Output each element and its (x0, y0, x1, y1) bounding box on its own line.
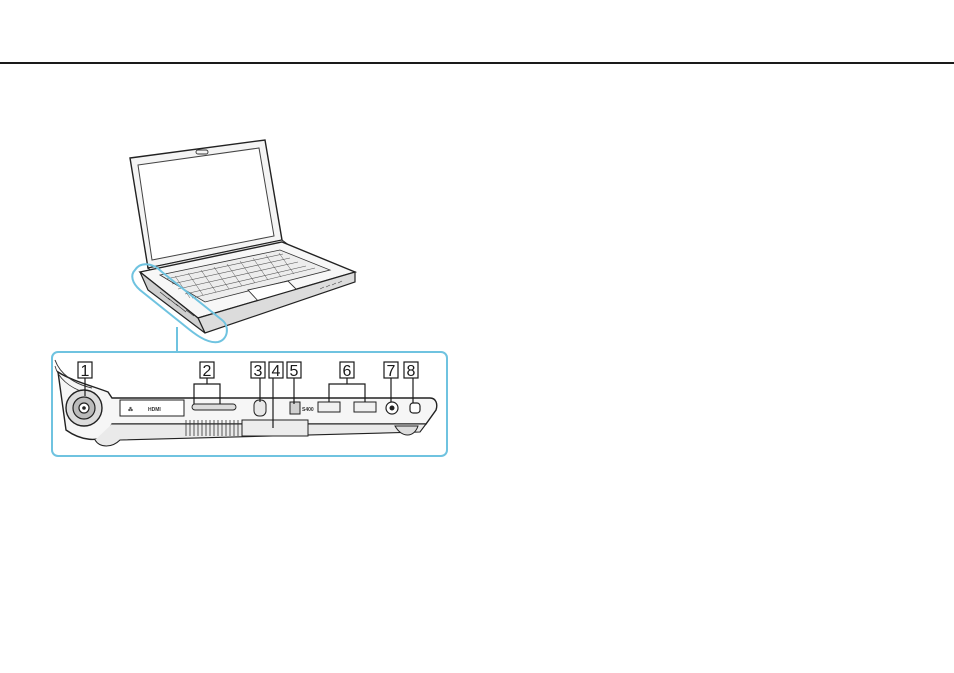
callout-1-number: 1 (81, 363, 90, 380)
svg-text:⁂: ⁂ (128, 406, 133, 413)
callout-2-number: 2 (203, 363, 212, 380)
callout-8-number: 8 (407, 363, 416, 380)
hdmi-label: HDMI (148, 407, 161, 413)
expresscard-slot (242, 420, 308, 436)
callout-5-number: 5 (290, 363, 299, 380)
callout-6-number: 6 (343, 363, 352, 380)
security-slot (410, 403, 420, 413)
firewire-label: S400 (302, 407, 314, 413)
firewire-port (290, 402, 300, 414)
laptop-overview-illustration (130, 140, 355, 333)
callout-7-number: 7 (387, 363, 396, 380)
usb-port-2 (354, 402, 376, 412)
usb-port-1 (318, 402, 340, 412)
callout-4-number: 4 (272, 363, 281, 380)
card-slot (254, 400, 266, 416)
callout-3-number: 3 (254, 363, 263, 380)
